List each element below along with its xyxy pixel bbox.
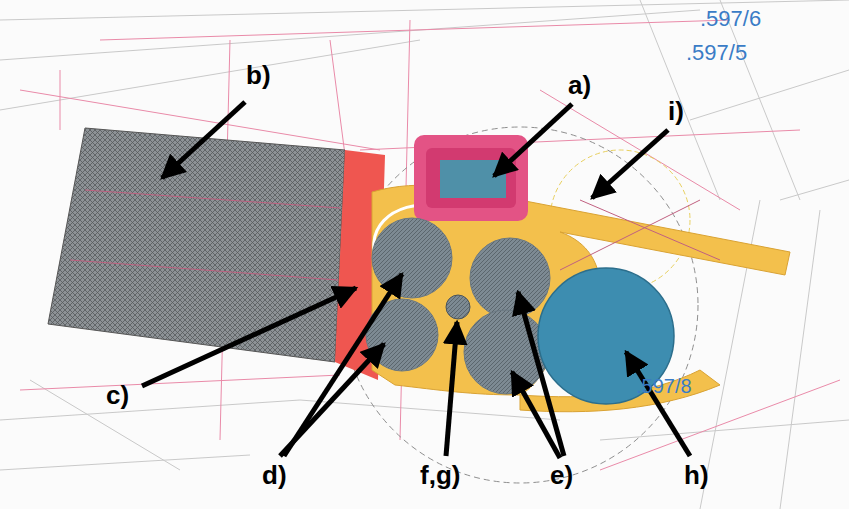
parcel-number: .597/5 — [686, 42, 747, 64]
parcel-number: .597/8 — [636, 376, 692, 396]
small-tank — [446, 295, 470, 319]
building-outline — [414, 135, 528, 221]
building-outline — [426, 148, 516, 208]
leader-arrow — [512, 372, 560, 458]
leader-arrow — [626, 352, 690, 456]
dimension-lines — [560, 200, 720, 270]
leader-arrows — [142, 102, 690, 458]
boundary-lines — [20, 20, 840, 470]
callout-letter: f,g) — [420, 462, 460, 488]
tank-circle — [372, 218, 452, 298]
callout-letter: h) — [684, 462, 709, 488]
tank-circle — [470, 238, 550, 318]
leader-arrow — [280, 344, 384, 456]
safety-radius — [342, 127, 698, 483]
callout-letter: e) — [550, 462, 573, 488]
building-area — [48, 128, 345, 362]
leader-arrow — [142, 288, 356, 386]
callout-letter: i) — [668, 98, 684, 124]
callout-letter: d) — [262, 462, 287, 488]
building-roof — [440, 160, 506, 198]
callout-letter: b) — [246, 62, 271, 88]
building-lines — [70, 190, 340, 280]
leader-arrow — [592, 130, 668, 198]
callout-letter: c) — [106, 382, 129, 408]
callout-letter: a) — [568, 72, 591, 98]
leader-arrow — [518, 292, 564, 456]
leader-arrow — [162, 102, 245, 178]
leader-arrow — [446, 322, 457, 456]
parcel-number: .597/6 — [700, 8, 761, 30]
leader-arrow — [494, 104, 572, 176]
leader-arrow — [284, 274, 402, 456]
